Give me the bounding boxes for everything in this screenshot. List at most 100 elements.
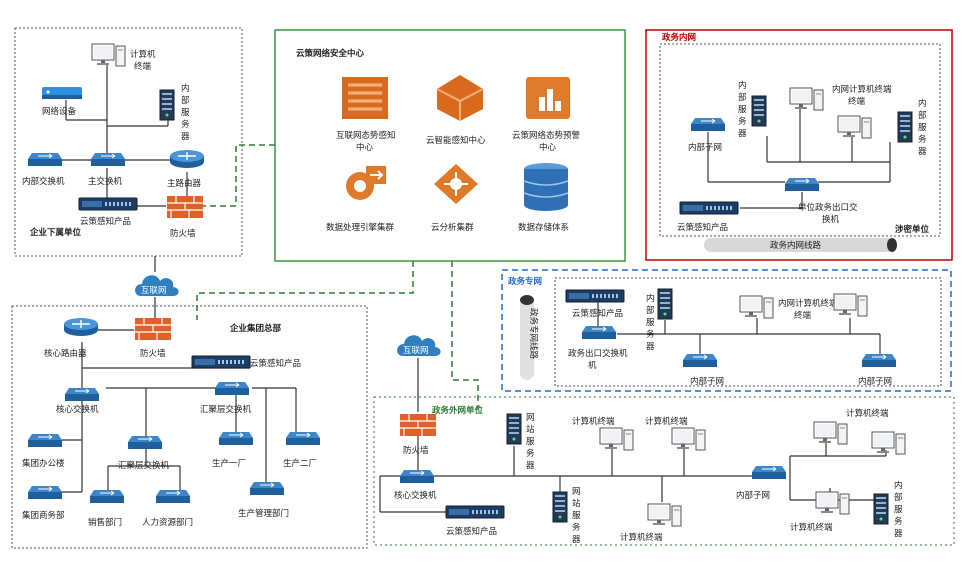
gp-server-l5: 器 <box>646 342 655 352</box>
ge-web2-l3: 服 <box>572 511 581 521</box>
gp-terminal-label2: 终端 <box>794 310 812 321</box>
hq-prod-mgmt-switch-icon <box>249 481 285 496</box>
hq-firewall-label: 防火墙 <box>140 348 166 359</box>
gi-line-label: 政务内网线路 <box>770 240 822 251</box>
gp-server-l2: 部 <box>646 305 655 316</box>
gov-intranet-inner-frame <box>659 43 941 237</box>
ge-terminal2-label: 计算机终端 <box>645 416 688 427</box>
gi-subnet-switch-icon <box>690 117 726 132</box>
hq-sales-switch-icon <box>89 489 125 504</box>
gp-server-l1: 内 <box>646 293 655 304</box>
es-terminal-label2: 终端 <box>134 61 152 72</box>
ge-web1-l3: 服 <box>526 437 535 447</box>
gp-terminal1-icon <box>739 295 774 319</box>
hq-factory1-switch-icon <box>218 431 254 446</box>
hq-core-router-icon <box>63 317 99 337</box>
gp-server-icon <box>657 288 673 320</box>
ge-firewall-label: 防火墙 <box>403 445 429 456</box>
gi-subnet-label: 内部子网 <box>688 142 722 153</box>
hq-factory1-label: 生产一厂 <box>212 458 246 469</box>
gp-terminal2-icon <box>833 293 868 317</box>
ge-terminal5-label: 计算机终端 <box>790 522 833 533</box>
gp-server-l4: 务 <box>646 329 655 340</box>
gi-sensor-label: 云策感知产品 <box>677 222 728 233</box>
sc-icon-situation-warning <box>526 77 570 119</box>
ge-server-icon <box>873 493 889 525</box>
es-title: 企业下属单位 <box>29 227 82 238</box>
hq-sales-label: 销售部门 <box>88 517 122 528</box>
gi-line-bar <box>704 238 897 252</box>
ge-web-server1-icon <box>506 413 522 445</box>
gi-server2-l2: 部 <box>918 110 927 121</box>
gi-exit-switch-label: 单位政务出口交 <box>798 202 858 213</box>
ge-subnet-switch-icon <box>751 465 787 480</box>
ge-web1-l2: 站 <box>526 424 535 435</box>
gi-server1-icon <box>751 95 767 127</box>
ge-core-switch-label: 核心交换机 <box>394 490 437 501</box>
ge-terminal5-icon <box>871 431 906 455</box>
ge-subnet-label: 内部子网 <box>736 490 770 501</box>
gi-server1-l5: 器 <box>738 129 747 139</box>
hq-sensor-label: 云策感知产品 <box>250 358 301 369</box>
gi-server1-l4: 务 <box>738 116 747 127</box>
hq-hr-switch-icon <box>155 489 191 504</box>
gi-server2-l1: 内 <box>918 98 927 109</box>
gi-terminal1-icon <box>789 87 824 111</box>
hq-agg-switch1-icon <box>214 381 250 396</box>
gp-exit-switch-label: 政务出口交换机 <box>568 348 628 359</box>
es-server-l4: 务 <box>181 119 190 130</box>
ge-web1-l5: 器 <box>526 461 535 471</box>
sc-icon-data-engine <box>346 166 386 200</box>
hq-office-switch-icon <box>27 433 63 448</box>
sc-label-1b: 中心 <box>356 142 374 153</box>
sc-icon-cloud-analysis <box>434 164 478 204</box>
hq-prod-mgmt-label: 生产管理部门 <box>238 508 289 519</box>
es-firewall-icon <box>166 195 204 219</box>
hq-business-switch-icon <box>27 485 63 500</box>
gp-subnet2-switch-icon <box>861 353 897 368</box>
es-terminal-icon <box>91 43 126 67</box>
hq-agg-switch1-label: 汇聚层交换机 <box>200 404 252 415</box>
hq-firewall-icon <box>134 317 172 341</box>
gp-sensor-label: 云策感知产品 <box>572 308 623 319</box>
gov-private-frame <box>501 269 952 392</box>
sc-label-2: 云智能感知中心 <box>426 135 486 146</box>
hq-title: 企业集团总部 <box>229 323 282 334</box>
ge-web2-l5: 器 <box>572 535 581 545</box>
hq-sensor-icon <box>191 355 251 369</box>
es-sensor-icon <box>78 197 138 211</box>
ge-terminal3-icon <box>647 503 682 527</box>
es-network-device-label: 网络设备 <box>42 106 77 117</box>
es-terminal-label: 计算机 <box>130 49 156 60</box>
sc-icon-data-storage <box>523 163 569 211</box>
gp-sensor-icon <box>565 289 625 303</box>
es-server-l5: 器 <box>181 132 190 142</box>
cloud-links <box>180 144 479 410</box>
hq-office-label: 集团办公楼 <box>22 458 65 469</box>
es-sensor-label: 云策感知产品 <box>80 216 131 227</box>
es-firewall-label: 防火墙 <box>170 228 196 239</box>
gp-server-l3: 服 <box>646 318 655 328</box>
gov-private-inner-frame <box>554 277 942 387</box>
ge-terminal1-icon <box>599 427 634 451</box>
gi-exit-switch-icon <box>784 177 820 192</box>
es-server-l1: 内 <box>181 83 190 94</box>
gp-line-bar <box>520 295 534 380</box>
gi-terminal-label2: 终端 <box>848 96 866 107</box>
gp-subnet1-label: 内部子网 <box>690 376 724 387</box>
ge-web1-l1: 网 <box>526 413 535 423</box>
gi-server2-icon <box>897 111 913 143</box>
sc-label-5: 云分析集群 <box>431 222 474 233</box>
ge-terminal3-label: 计算机终端 <box>620 532 663 543</box>
hq-agg-switch2-label: 汇聚层交换机 <box>118 460 170 471</box>
sc-icon-intelligent-sense <box>436 75 484 121</box>
gov-external-frame <box>373 396 955 546</box>
ge-sensor-label: 云策感知产品 <box>446 526 497 537</box>
gp-exit-switch-label2: 机 <box>588 360 597 371</box>
ge-core-switch-icon <box>399 469 435 484</box>
ge-sensor-icon <box>445 505 505 519</box>
es-network-device-icon <box>42 87 82 99</box>
gov-intranet-frame <box>645 29 953 261</box>
ge-web1-l4: 务 <box>526 448 535 459</box>
